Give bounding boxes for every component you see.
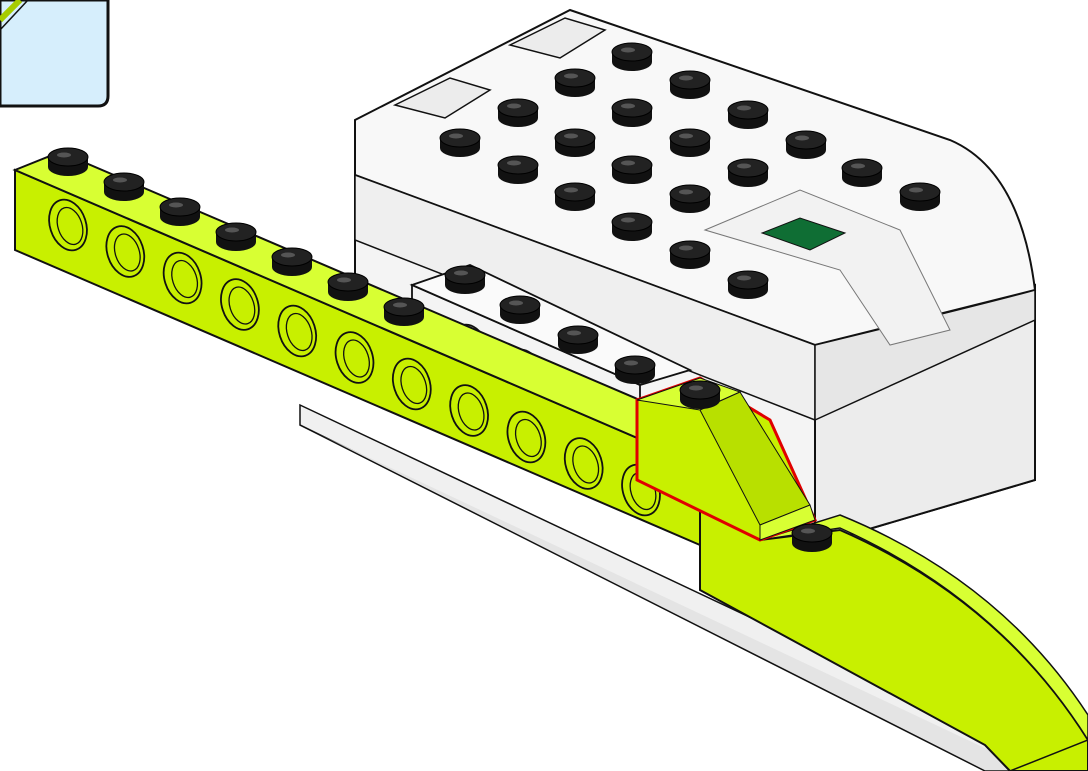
white-brick-stud	[444, 265, 486, 294]
curved-slope-stud	[791, 523, 833, 552]
hub-stud	[554, 182, 596, 211]
white-brick-stud	[557, 325, 599, 354]
smarthub-brick-icon	[354, 8, 1037, 547]
hub-stud	[611, 155, 653, 184]
hub-studs	[439, 42, 941, 299]
beam-hole	[220, 278, 260, 331]
hub-stud	[727, 270, 769, 299]
hub-stud	[727, 100, 769, 129]
beam-hole	[563, 437, 604, 490]
slope-studs	[679, 380, 833, 552]
step-callout-panel	[0, 0, 110, 108]
beam-hole	[449, 384, 489, 437]
hub-stud	[669, 240, 711, 269]
beam-hole	[391, 357, 432, 411]
white-brick-stud	[614, 355, 656, 384]
beam-hole	[105, 225, 146, 278]
beam-hole	[277, 304, 318, 358]
beam-stud	[383, 297, 425, 326]
beam-hole	[334, 331, 375, 384]
beam-stud	[47, 147, 89, 176]
hub-stud	[669, 128, 711, 157]
beam-stud	[103, 172, 145, 201]
beam-stud	[327, 272, 369, 301]
beam-stud	[215, 222, 257, 251]
beam-stud	[271, 247, 313, 276]
slope-stud	[679, 380, 721, 409]
hub-stud	[439, 128, 481, 157]
beam-hole	[162, 251, 203, 305]
hub-stud	[669, 70, 711, 99]
hub-stud	[554, 68, 596, 97]
beam-hole	[506, 410, 547, 464]
beam-hole	[48, 198, 88, 252]
hub-stud	[611, 42, 653, 71]
white-brick-stud	[499, 295, 541, 324]
white-brick-studs	[444, 265, 656, 384]
beam-stud	[159, 197, 201, 226]
hub-stud	[899, 182, 941, 211]
hub-stud	[497, 98, 539, 127]
beam-studs	[47, 147, 425, 326]
hub-stud	[841, 158, 883, 187]
hub-stud	[727, 158, 769, 187]
hub-stud	[554, 128, 596, 157]
hub-stud	[611, 212, 653, 241]
hub-stud	[611, 98, 653, 127]
hub-stud	[497, 155, 539, 184]
hub-stud	[785, 130, 827, 159]
hub-stud	[669, 184, 711, 213]
